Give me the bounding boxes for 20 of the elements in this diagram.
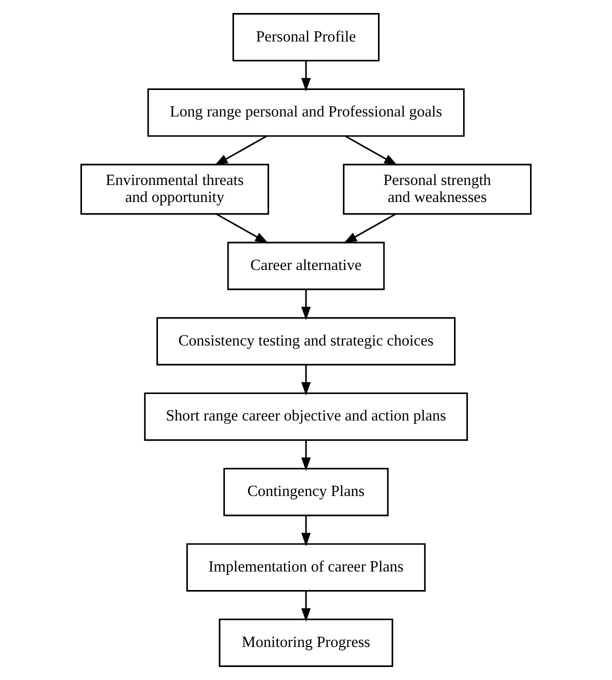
node-box: Long range personal and Professional goals (147, 88, 465, 137)
node-box: Consistency testing and strategic choices (156, 317, 456, 366)
node-box: Career alternative (227, 242, 385, 290)
arrow (343, 213, 396, 244)
arrow (216, 213, 269, 244)
arrow (301, 60, 311, 92)
node-box: Implementation of career Plans (186, 543, 426, 592)
arrow (301, 440, 311, 471)
node-box: Short range career objective and action plans (144, 392, 468, 441)
node-box: Monitoring Progress (218, 618, 394, 667)
node-box: Personal Profile (232, 13, 380, 62)
arrow (301, 516, 311, 546)
node-box: Contingency Plans (223, 468, 389, 516)
arrow (301, 590, 311, 622)
node-box: Environmental threats and opportunity (80, 164, 270, 215)
arrow (301, 364, 311, 396)
arrow (214, 135, 267, 166)
arrow (301, 289, 311, 320)
arrow (345, 135, 398, 166)
node-box: Personal strength and weaknesses (342, 164, 532, 215)
